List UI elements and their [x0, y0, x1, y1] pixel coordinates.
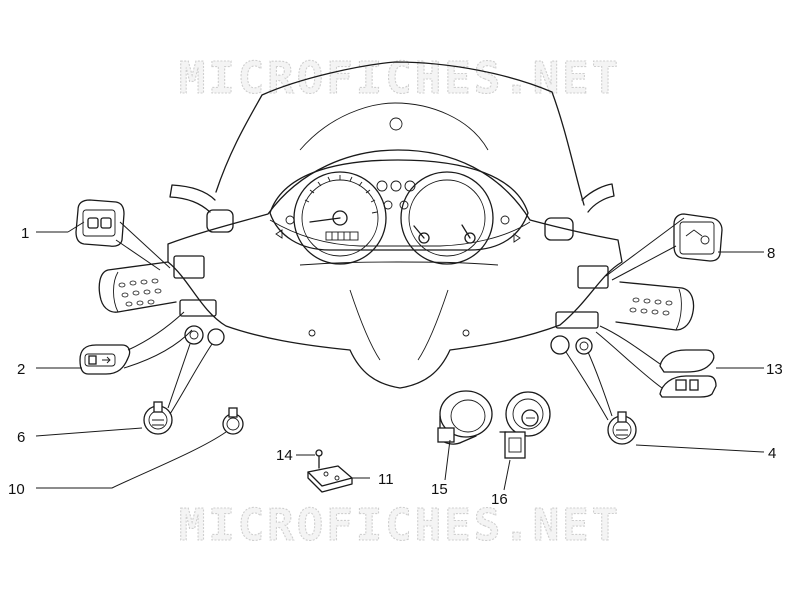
callout-10: 10 [8, 481, 25, 498]
part-4-bulb-socket [607, 411, 637, 445]
callout-1: 1 [21, 225, 29, 242]
callout-13: 13 [766, 361, 783, 378]
callout-labels: 1 2 6 10 14 11 15 16 4 13 8 [8, 225, 783, 508]
callout-11: 11 [378, 471, 394, 488]
part-11-bracket [307, 465, 353, 493]
part-6-bulb-socket [143, 401, 173, 435]
callout-8: 8 [767, 245, 775, 262]
callout-2: 2 [17, 361, 25, 378]
right-grip-dots [629, 297, 673, 316]
part-8-right-switch [673, 213, 723, 262]
part-10-bulb-socket [222, 407, 244, 435]
speedo-ticks [304, 175, 378, 214]
callout-16: 16 [491, 491, 508, 508]
callout-4: 4 [768, 445, 776, 462]
callout-14: 14 [276, 447, 293, 464]
callout-6: 6 [17, 429, 25, 446]
part-13-right-switch [659, 349, 717, 398]
watermark-top: MICROFICHES.NET [179, 53, 621, 104]
part-14-screw [315, 449, 323, 469]
part-16-ignition-lock [499, 391, 551, 459]
handlebar-assembly-illustration [98, 61, 695, 389]
part-1-left-switch [75, 199, 125, 247]
part-2-horn-switch [79, 344, 131, 375]
leader-lines [35, 217, 765, 491]
left-grip-dots [118, 278, 162, 307]
watermark-bottom: MICROFICHES.NET [179, 500, 621, 551]
part-15-ignition-bezel [437, 390, 493, 445]
callout-15: 15 [431, 481, 448, 498]
